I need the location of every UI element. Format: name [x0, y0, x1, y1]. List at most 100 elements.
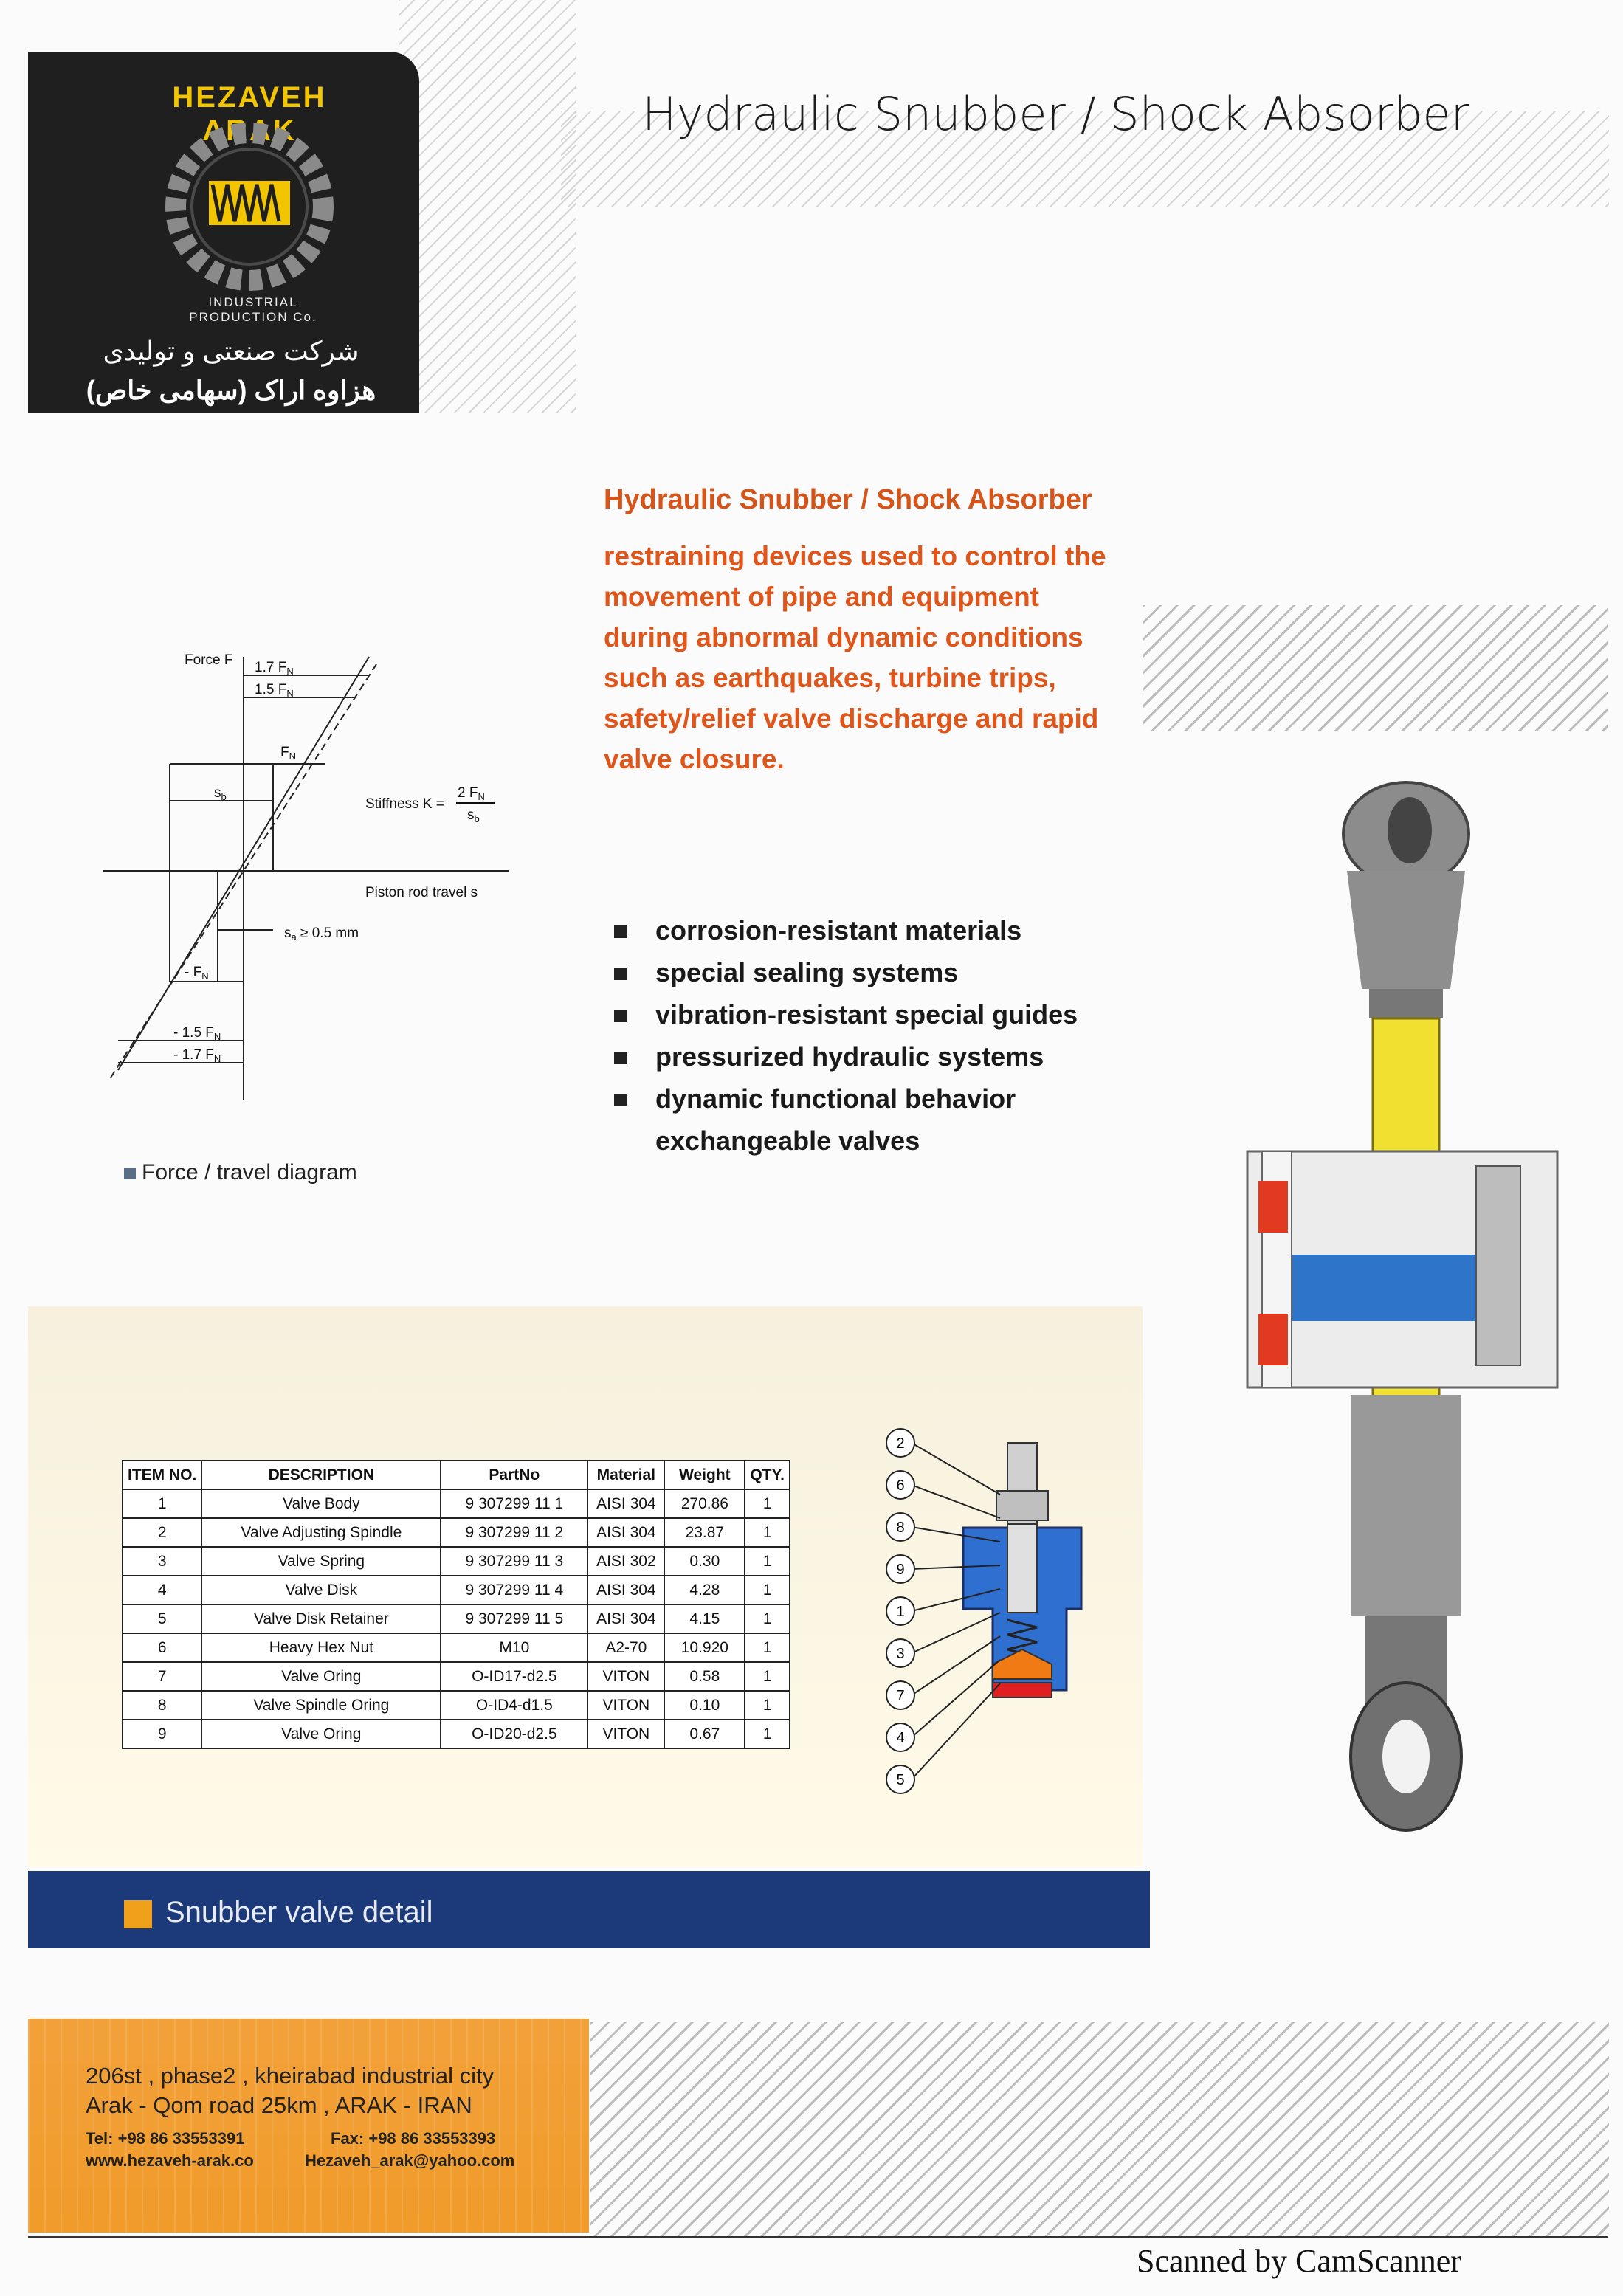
- table-cell: 1: [744, 1489, 791, 1519]
- table-cell: Valve Body: [201, 1489, 442, 1519]
- callout-circle: [886, 1470, 915, 1500]
- intro-body: restraining devices used to control the …: [604, 536, 1135, 779]
- section-bar: Snubber valve detail: [28, 1871, 1150, 1948]
- table-cell: 4.28: [664, 1575, 746, 1605]
- col-qty: QTY.: [744, 1460, 791, 1490]
- table-cell: 270.86: [664, 1489, 746, 1519]
- table-cell: 8: [121, 1690, 203, 1720]
- table-cell: 1: [744, 1719, 791, 1749]
- intro-line: movement of pipe and equipment: [604, 582, 1039, 612]
- table-cell: M10: [440, 1633, 589, 1663]
- section-square-icon: [124, 1900, 152, 1928]
- table-cell: 1: [744, 1690, 791, 1720]
- table-cell: Valve Spring: [201, 1546, 442, 1576]
- diagram-force-label: Force F: [185, 652, 232, 668]
- intro-title: Hydraulic Snubber / Shock Absorber: [604, 484, 1092, 515]
- address-line1: 206st , phase2 , kheirabad industrial ci…: [86, 2063, 495, 2089]
- callout-leader-line: [911, 1635, 1001, 1696]
- table-cell: Valve Adjusting Spindle: [201, 1517, 442, 1548]
- hatch-right-band: [1143, 605, 1608, 731]
- table-cell: Valve Oring: [201, 1661, 442, 1692]
- table-cell: 1: [744, 1661, 791, 1692]
- diagram-caption: Force / travel diagram: [124, 1160, 357, 1185]
- valve-drawing: [962, 1442, 1083, 1698]
- table-cell: 9 307299 11 2: [440, 1517, 589, 1548]
- bullet-icon: [614, 968, 627, 980]
- features-list: corrosion-resistant materials special se…: [611, 909, 1078, 1162]
- table-cell: A2-70: [587, 1633, 666, 1663]
- feature-item: pressurized hydraulic systems: [611, 1035, 1078, 1078]
- hatch-top-band: [561, 111, 1609, 207]
- scanner-watermark: Scanned by CamScanner: [1137, 2243, 1461, 2279]
- logo-persian-line2: هزاوه اراک (سهامی خاص): [86, 375, 376, 405]
- callout-circle: [886, 1428, 915, 1458]
- svg-text:Piston rod travel s: Piston rod travel s: [365, 885, 478, 900]
- divider-line: [28, 2236, 1608, 2238]
- table-cell: 6: [121, 1633, 203, 1663]
- table-cell: 9 307299 11 3: [440, 1546, 589, 1576]
- svg-text:- 1.5 FN: - 1.5 FN: [173, 1025, 221, 1042]
- svg-text:sb: sb: [214, 785, 227, 802]
- callout-leader-line: [911, 1484, 1001, 1519]
- table-cell: 7: [121, 1661, 203, 1692]
- callout-number: 7: [896, 1688, 904, 1704]
- table-cell: 3: [121, 1546, 203, 1576]
- callout-number: 9: [896, 1562, 904, 1578]
- hatch-bottom-band: [590, 2022, 1609, 2236]
- bullet-icon: [614, 1010, 627, 1022]
- svg-text:- FN: - FN: [185, 965, 209, 982]
- callout-leader-line: [911, 1526, 1001, 1542]
- callout-number: 2: [896, 1435, 904, 1452]
- table-cell: VITON: [587, 1690, 666, 1720]
- logo-brand-sub: INDUSTRIAL PRODUCTION Co.: [189, 295, 317, 324]
- col-weight: Weight: [664, 1460, 746, 1490]
- table-cell: AISI 304: [587, 1575, 666, 1605]
- table-cell: VITON: [587, 1719, 666, 1749]
- intro-line: safety/relief valve discharge and rapid: [604, 703, 1099, 734]
- table-cell: Valve Spindle Oring: [201, 1690, 442, 1720]
- email-link[interactable]: Hezaveh_arak@yahoo.com: [305, 2151, 515, 2170]
- table-cell: 1: [121, 1489, 203, 1519]
- col-partno: PartNo: [440, 1460, 589, 1490]
- table-cell: 23.87: [664, 1517, 746, 1548]
- table-cell: 9: [121, 1719, 203, 1749]
- table-cell: 4: [121, 1575, 203, 1605]
- callout-number: 8: [896, 1520, 904, 1536]
- table-cell: O-ID17-d2.5: [440, 1661, 589, 1692]
- gear-icon: [165, 123, 334, 291]
- table-cell: Valve Disk Retainer: [201, 1604, 442, 1634]
- caption-square-icon: [124, 1168, 136, 1180]
- table-cell: Valve Disk: [201, 1575, 442, 1605]
- intro-line: during abnormal dynamic conditions: [604, 622, 1083, 652]
- table-cell: 0.67: [664, 1719, 746, 1749]
- feature-item: vibration-resistant special guides: [611, 993, 1078, 1035]
- table-cell: 1: [744, 1604, 791, 1634]
- table-cell: 2: [121, 1517, 203, 1548]
- table-cell: VITON: [587, 1661, 666, 1692]
- callout-leader-line: [911, 1588, 1001, 1612]
- table-cell: 9 307299 11 5: [440, 1604, 589, 1634]
- bullet-icon: [614, 925, 627, 938]
- callout-leader-line: [911, 1612, 1001, 1654]
- table-cell: 9 307299 11 1: [440, 1489, 589, 1519]
- bullet-icon: [614, 1094, 627, 1106]
- hatch-top-left: [399, 0, 576, 413]
- table-cell: O-ID20-d2.5: [440, 1719, 589, 1749]
- callout-circle: [886, 1765, 915, 1794]
- website-link[interactable]: www.hezaveh-arak.co: [86, 2151, 254, 2170]
- svg-text:FN: FN: [280, 745, 296, 762]
- table-cell: 4.15: [664, 1604, 746, 1634]
- table-cell: AISI 302: [587, 1546, 666, 1576]
- section-bar-label: Snubber valve detail: [165, 1896, 433, 1928]
- callout-leader-line: [911, 1683, 1001, 1780]
- table-cell: 9 307299 11 4: [440, 1575, 589, 1605]
- table-cell: 10.920: [664, 1633, 746, 1663]
- fax-number: Fax: +98 86 33553393: [331, 2129, 496, 2148]
- feature-item: corrosion-resistant materials: [611, 909, 1078, 951]
- table-cell: 1: [744, 1517, 791, 1548]
- callout-leader-line: [911, 1659, 1001, 1738]
